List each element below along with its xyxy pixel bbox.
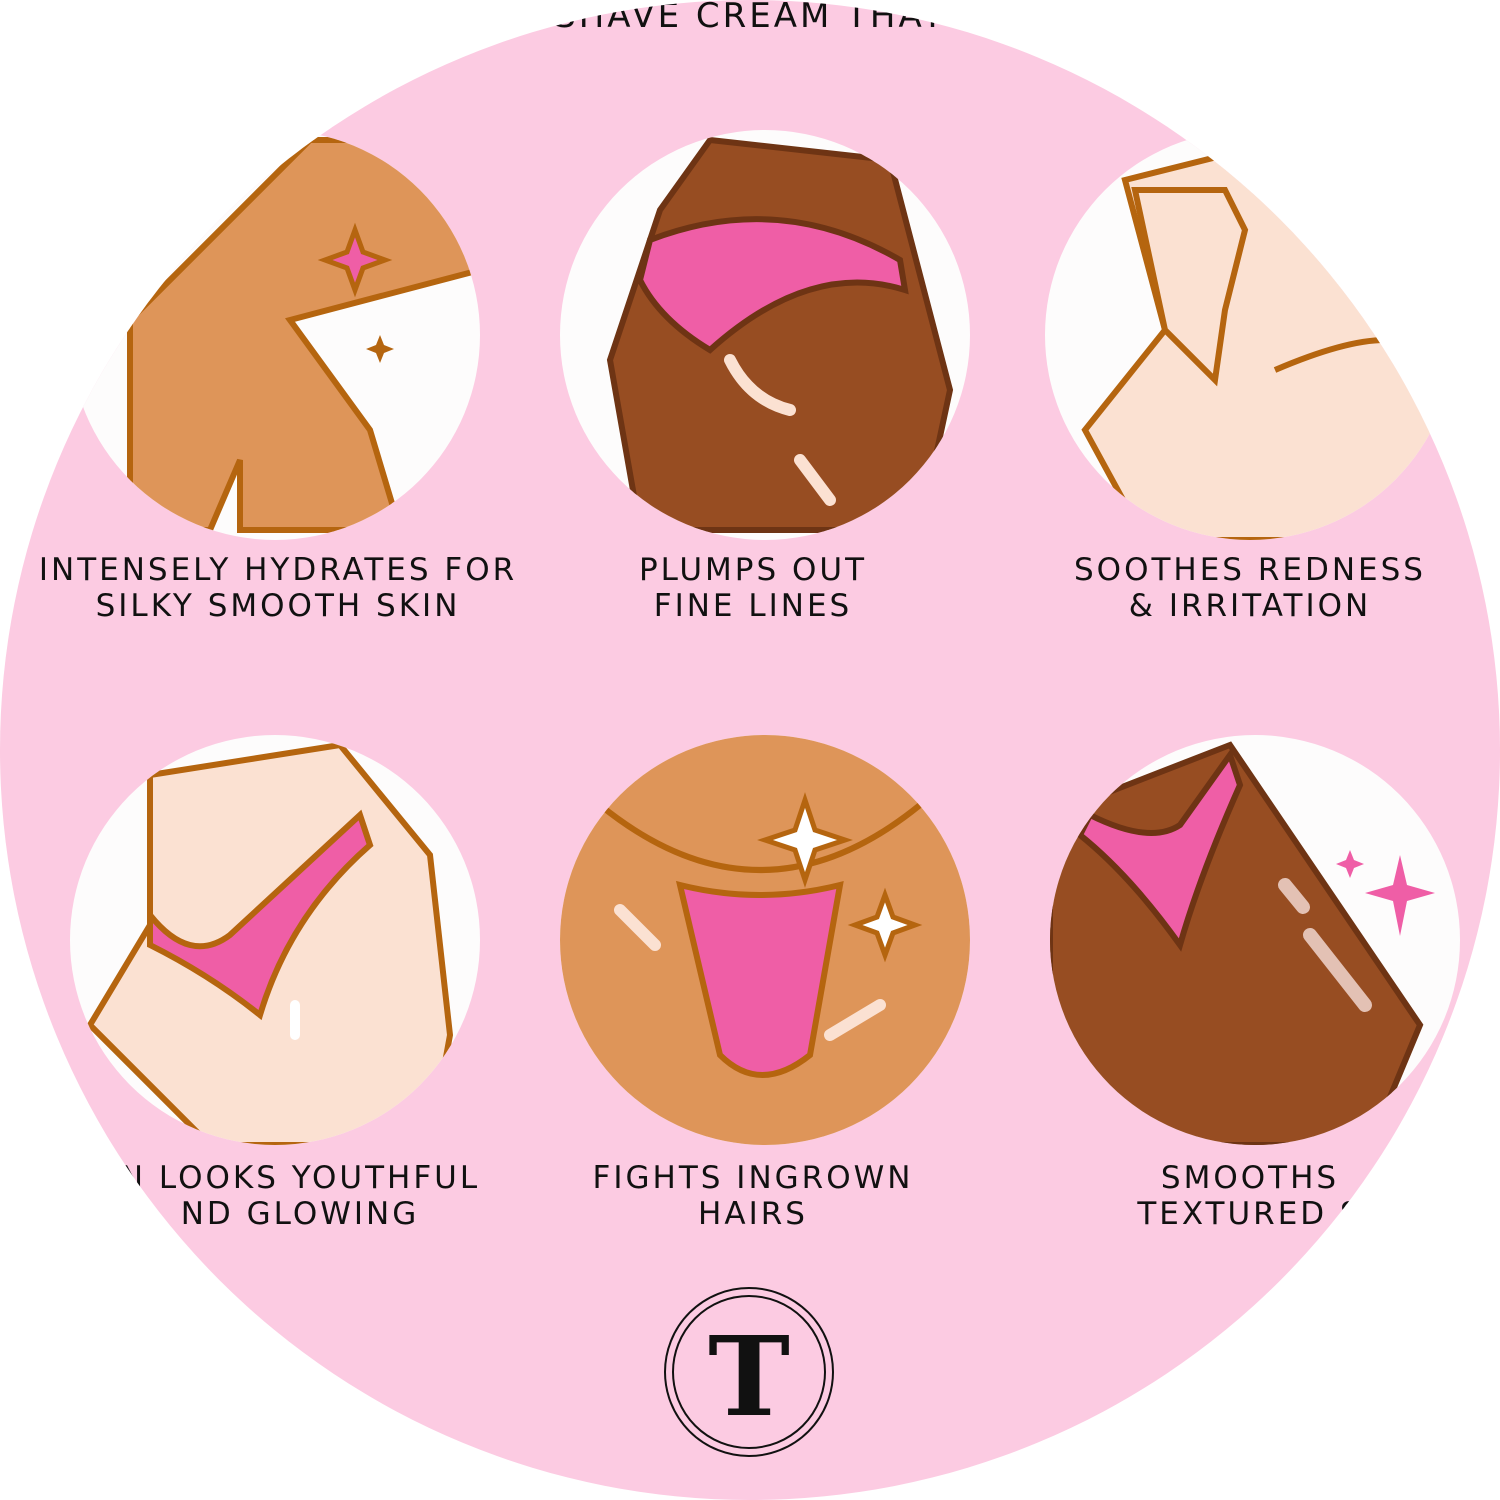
caption-line: SMOOTHS <box>1160 1160 1340 1196</box>
ingrown-illustration <box>560 735 970 1145</box>
soothes-illustration <box>1045 130 1455 540</box>
caption-line: PLUMPS OUT <box>638 552 868 588</box>
plumps-illustration <box>560 130 970 540</box>
caption-line: & IRRITATION <box>1128 588 1372 624</box>
caption-line: SOOTHES REDNESS <box>1074 552 1426 588</box>
brand-logo: T <box>662 1285 836 1459</box>
headline: SHAVE CREAM THAT <box>554 0 946 36</box>
caption-line: FIGHTS INGROWN <box>592 1160 914 1196</box>
benefit-caption-ingrown: FIGHTS INGROWN HAIRS <box>493 1160 1013 1232</box>
caption-line: TEXTURED S <box>1137 1196 1363 1232</box>
hydrate-illustration <box>70 130 480 540</box>
benefit-caption-plumps: PLUMPS OUT FINE LINES <box>493 552 1013 624</box>
youthful-illustration <box>70 735 480 1145</box>
caption-line: INTENSELY HYDRATES FOR <box>38 552 518 588</box>
caption-line: N LOOKS YOUTHFUL <box>119 1160 481 1196</box>
smooths-illustration <box>1050 735 1460 1145</box>
logo-letter: T <box>708 1312 790 1441</box>
caption-line: HAIRS <box>698 1196 808 1232</box>
benefit-caption-soothes: SOOTHES REDNESS & IRRITATION <box>990 552 1500 624</box>
benefit-caption-smooths: SMOOTHS TEXTURED S <box>990 1160 1500 1232</box>
caption-line: SILKY SMOOTH SKIN <box>95 588 461 624</box>
caption-line: FINE LINES <box>653 588 853 624</box>
benefit-caption-hydrates: INTENSELY HYDRATES FOR SILKY SMOOTH SKIN <box>18 552 538 624</box>
caption-line: ND GLOWING <box>180 1196 420 1232</box>
benefit-caption-youthful: N LOOKS YOUTHFUL ND GLOWING <box>40 1160 560 1232</box>
